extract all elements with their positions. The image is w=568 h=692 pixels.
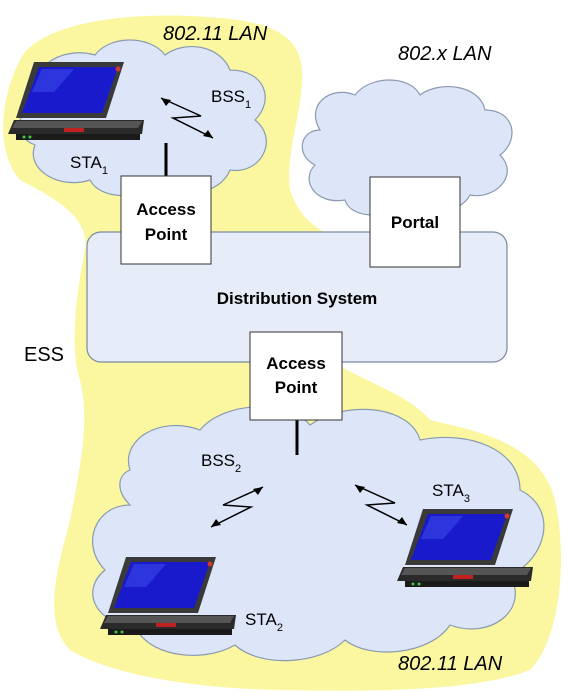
bss2-label: BSS2 bbox=[201, 451, 241, 475]
portal-box bbox=[369, 176, 461, 268]
access-point-top bbox=[120, 175, 212, 265]
distribution-system-label: Distribution System bbox=[217, 289, 378, 308]
sta2-label: STA2 bbox=[245, 610, 283, 634]
bss2-cloud bbox=[92, 406, 545, 662]
ap-bottom-label-line2: Point bbox=[275, 378, 318, 397]
access-point-bottom bbox=[249, 331, 343, 421]
ap-bottom-label-line1: Access bbox=[266, 354, 326, 373]
sta1-label: STA1 bbox=[70, 153, 108, 177]
ap-top-label-line1: Access bbox=[136, 200, 196, 219]
sta3-label: STA3 bbox=[432, 481, 470, 505]
ap-top-label-line2: Point bbox=[145, 225, 188, 244]
lan-bottom-label: 802.11 LAN bbox=[398, 653, 503, 675]
portal-label: Portal bbox=[391, 213, 439, 232]
bss1-label: BSS1 bbox=[211, 87, 251, 111]
ess-label: ESS bbox=[24, 344, 64, 366]
lan-top-label: 802.11 LAN bbox=[163, 23, 268, 45]
lan-x-label: 802.x LAN bbox=[398, 43, 492, 65]
